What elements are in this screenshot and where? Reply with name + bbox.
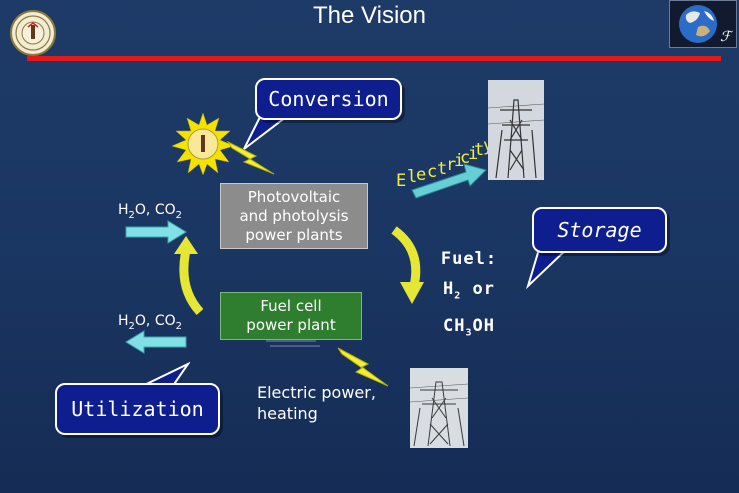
fc-line2: power plant: [246, 316, 336, 334]
svg-text:i: i: [468, 144, 478, 164]
earth-logo: ℱ: [669, 0, 737, 48]
electricity-arrow-icon: [411, 163, 487, 199]
page-title: The Vision: [313, 2, 426, 29]
pv-line3: power plants: [245, 225, 343, 244]
utilization-callout: Utilization: [55, 383, 220, 435]
lightning-bolt-lower-icon: [337, 347, 389, 387]
svg-text:E: E: [396, 171, 406, 191]
power-pylon-photo-bottom: [409, 368, 469, 448]
svg-text:r: r: [446, 155, 456, 175]
power-pylon-photo-top: [487, 80, 545, 180]
fuel-cell-plant-box: Fuel cell power plant: [220, 292, 362, 340]
curved-arrow-down-icon: [391, 226, 424, 304]
output-arrow-icon: [125, 330, 187, 354]
photovoltaic-plants-box: Photovoltaic and photolysis power plants: [220, 183, 368, 249]
svg-text:c: c: [460, 148, 470, 168]
university-seal-logo: [10, 10, 56, 56]
fuel-label: Fuel: H2 or CH3OH: [440, 249, 498, 339]
fc-line1: Fuel cell: [260, 297, 322, 315]
input-arrow-icon: [125, 220, 187, 244]
svg-text:e: e: [416, 165, 426, 185]
box-shadow-lines: [266, 340, 320, 347]
input-label-top: H2O, CO2: [118, 202, 182, 221]
conversion-callout: Conversion: [255, 78, 402, 120]
electricity-label: E l e c t r i c i t y: [396, 138, 493, 191]
electric-power-label: Electric power, heating: [257, 383, 376, 423]
output-label-bottom: H2O, CO2: [118, 313, 182, 332]
svg-text:i: i: [454, 151, 464, 171]
storage-callout: Storage: [532, 207, 667, 253]
sun-icon: [172, 113, 234, 175]
svg-text:l: l: [407, 167, 417, 187]
pv-line2: and photolysis: [239, 206, 349, 225]
svg-text:t: t: [437, 159, 447, 179]
lightning-bolt-icon: [226, 140, 275, 175]
svg-text:t: t: [474, 140, 484, 160]
svg-text:c: c: [427, 162, 437, 182]
pv-line1: Photovoltaic: [247, 187, 341, 206]
curved-arrow-up-icon: [174, 236, 204, 316]
svg-text:ℱ: ℱ: [720, 29, 734, 45]
title-divider: [27, 56, 721, 61]
